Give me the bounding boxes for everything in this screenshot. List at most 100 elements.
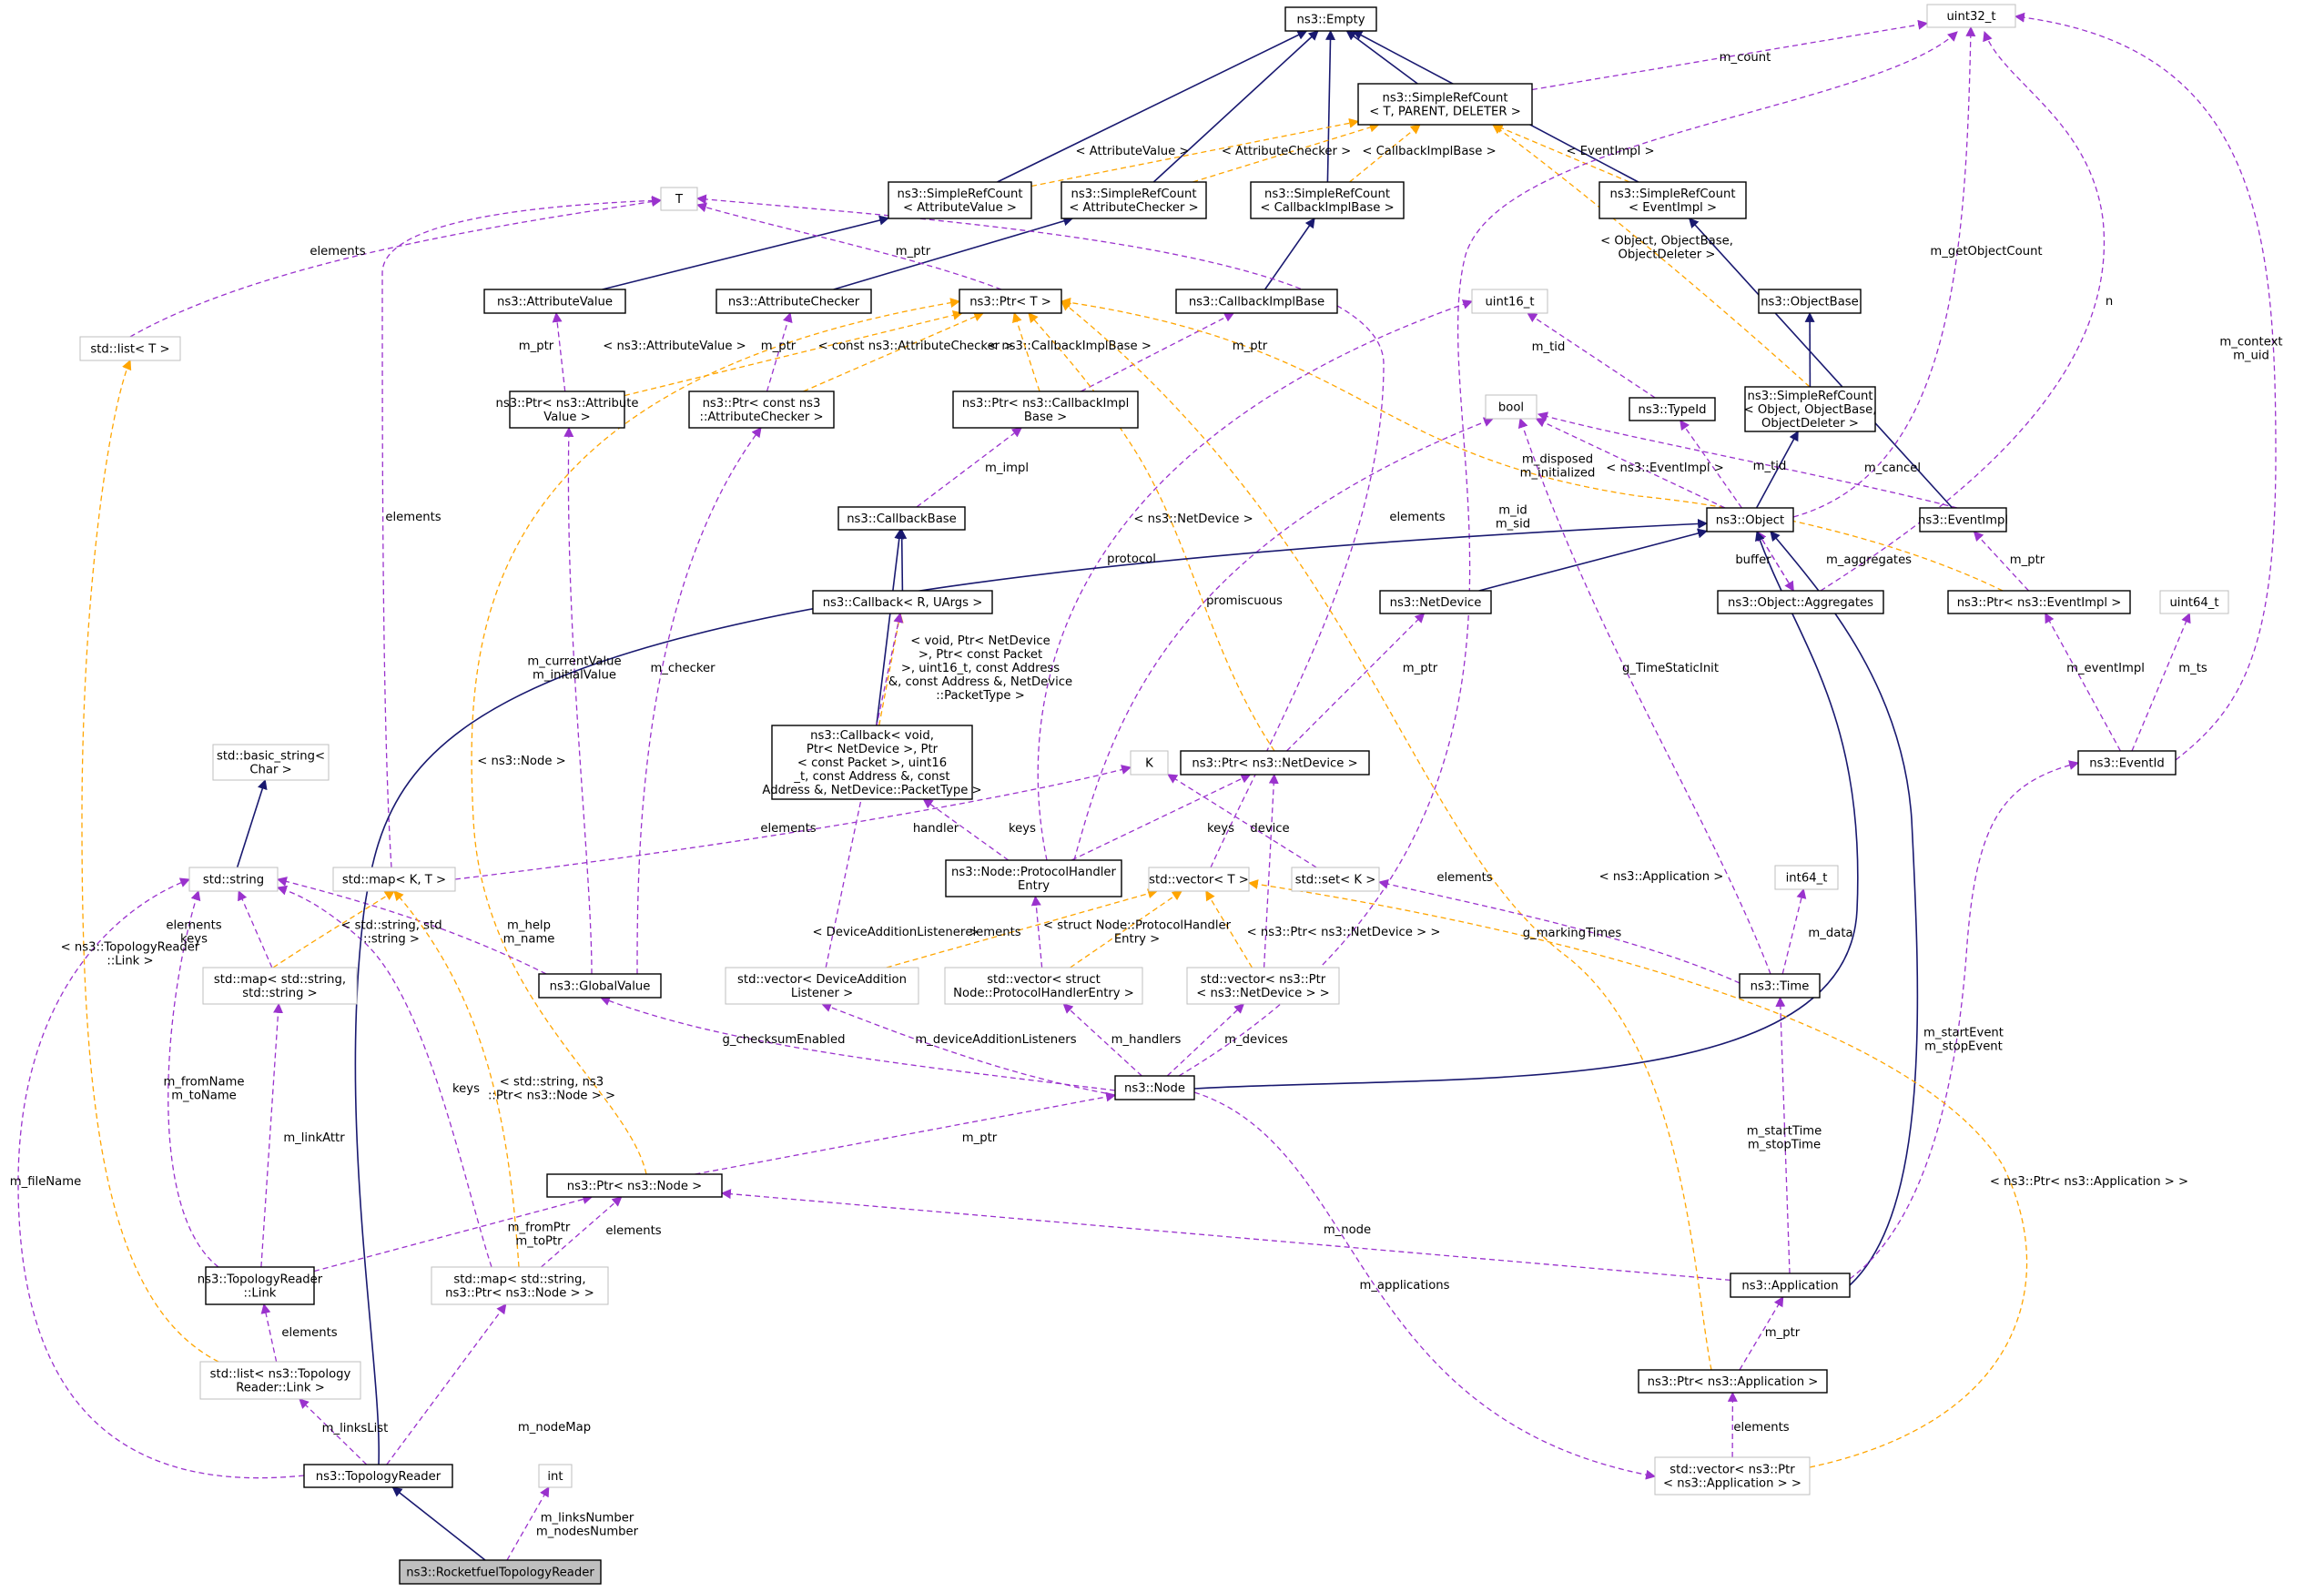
node-cib[interactable]: ns3::CallbackImplBase: [1175, 289, 1338, 314]
node-uint16[interactable]: uint16_t: [1471, 289, 1548, 314]
node-label-line: std::vector< ns3::Ptr: [1201, 973, 1326, 987]
node-label-line: Reader::Link >: [236, 1382, 325, 1395]
node-src_obj[interactable]: ns3::SimpleRefCount< Object, ObjectBase,…: [1744, 386, 1877, 432]
edge-usage-aggregates-to-uint32: [1820, 30, 2106, 592]
node-box: [1186, 967, 1340, 1005]
node-label-line: ns3::AttributeChecker: [728, 296, 860, 309]
node-objbase[interactable]: ns3::ObjectBase: [1758, 289, 1862, 314]
edge-label-line: buffer: [1735, 553, 1771, 567]
node-label-line: Node::ProtocolHandlerEntry >: [953, 987, 1134, 1000]
edge-label: m_ptr: [962, 1131, 998, 1145]
edge-label-line: elements: [1733, 1421, 1789, 1435]
node-link[interactable]: ns3::TopologyReader::Link: [198, 1266, 323, 1305]
node-label-line: Listener >: [791, 987, 853, 1000]
node-label: ns3::AttributeChecker: [728, 296, 860, 309]
node-uint32[interactable]: uint32_t: [1926, 4, 2016, 28]
node-label: int64_t: [1786, 872, 1828, 886]
edge-label-line: < const ns3::AttributeChecker >: [818, 340, 1014, 353]
node-eventimpl[interactable]: ns3::EventImpl: [1918, 507, 2008, 532]
node-attrval[interactable]: ns3::AttributeValue: [483, 289, 626, 314]
node-vec_papp[interactable]: std::vector< ns3::Ptr< ns3::Application …: [1654, 1456, 1811, 1496]
node-ptr_app[interactable]: ns3::Ptr< ns3::Application >: [1638, 1369, 1828, 1394]
node-empty[interactable]: ns3::Empty: [1284, 6, 1377, 32]
node-ptr_node[interactable]: ns3::Ptr< ns3::Node >: [546, 1173, 723, 1198]
edge-label-line: elements: [760, 822, 816, 836]
node-vec_pnd[interactable]: std::vector< ns3::Ptr< ns3::NetDevice > …: [1186, 967, 1340, 1005]
node-cbbase[interactable]: ns3::CallbackBase: [837, 506, 966, 531]
edge-label-line: m_help: [507, 919, 551, 933]
node-int[interactable]: int: [538, 1464, 573, 1488]
node-attrchk[interactable]: ns3::AttributeChecker: [715, 289, 872, 314]
node-object[interactable]: ns3::Object: [1706, 507, 1794, 532]
node-application[interactable]: ns3::Application: [1730, 1273, 1851, 1298]
node-ptr_ac[interactable]: ns3::Ptr< const ns3::AttributeChecker >: [688, 390, 835, 429]
node-src_av[interactable]: ns3::SimpleRefCount< AttributeValue >: [888, 181, 1032, 219]
edge-label: elements: [760, 822, 816, 836]
node-map_ss[interactable]: std::map< std::string,std::string >: [202, 967, 358, 1005]
node-netdev[interactable]: ns3::NetDevice: [1379, 590, 1492, 614]
node-ptr_nd[interactable]: ns3::Ptr< ns3::NetDevice >: [1180, 750, 1370, 776]
node-src_cib[interactable]: ns3::SimpleRefCount< CallbackImplBase >: [1250, 181, 1405, 219]
node-src_ei[interactable]: ns3::SimpleRefCount< EventImpl >: [1598, 181, 1747, 219]
node-typeid[interactable]: ns3::TypeId: [1629, 397, 1716, 421]
node-box: [1654, 1456, 1811, 1496]
edge-label-line: ::Link >: [107, 955, 153, 968]
edge-usage-time-to-set_k: [1377, 878, 1740, 984]
node-map_spn[interactable]: std::map< std::string,ns3::Ptr< ns3::Nod…: [431, 1266, 609, 1305]
node-box: [1758, 289, 1862, 314]
node-vec_t[interactable]: std::vector< T >: [1148, 867, 1250, 892]
node-K[interactable]: K: [1130, 750, 1169, 776]
edge-label: m_getObjectCount: [1930, 245, 2042, 259]
node-box: [2077, 750, 2177, 776]
node-bool[interactable]: bool: [1485, 394, 1537, 420]
node-label: bool: [1498, 401, 1524, 415]
node-map_kt[interactable]: std::map< K, T >: [332, 867, 456, 892]
node-box: [812, 590, 993, 614]
node-int64[interactable]: int64_t: [1774, 865, 1839, 890]
edge-label-line: m_stopEvent: [1924, 1040, 2003, 1054]
node-stdstring[interactable]: std::string: [188, 867, 279, 892]
node-aggregates[interactable]: ns3::Object::Aggregates: [1717, 590, 1884, 614]
node-T[interactable]: T: [660, 187, 698, 211]
node-basic_string[interactable]: std::basic_string<Char >: [212, 744, 330, 781]
node-src_ac[interactable]: ns3::SimpleRefCount< AttributeChecker >: [1061, 181, 1207, 219]
node-time[interactable]: ns3::Time: [1739, 973, 1821, 999]
node-label: ns3::Ptr< const ns3::AttributeChecker >: [700, 397, 824, 424]
node-label-line: ObjectDeleter >: [1761, 417, 1859, 431]
edge-label-line: m_devices: [1224, 1033, 1288, 1047]
edge-label: m_ptr: [761, 340, 797, 353]
node-cb_void[interactable]: ns3::Callback< void,Ptr< NetDevice >, Pt…: [762, 725, 982, 800]
edge-label: m_ptr: [1765, 1326, 1801, 1340]
node-set_k[interactable]: std::set< K >: [1291, 867, 1380, 892]
node-globalvalue[interactable]: ns3::GlobalValue: [538, 973, 662, 999]
edge-usage-object-to-uint32: [1792, 25, 1976, 518]
edge-usage-map_spn-to-stdstring: [276, 885, 492, 1268]
node-label-line: std::vector< struct: [987, 973, 1101, 987]
edge-usage-src_t-to-uint32: [1531, 19, 1929, 91]
edge-usage-phe-to-bool: [1073, 417, 1495, 861]
edge-usage-node-to-vec_papp: [1193, 1091, 1657, 1480]
node-node[interactable]: ns3::Node: [1114, 1075, 1195, 1100]
edge-label-line: m_ptr: [1403, 662, 1438, 675]
node-ptr_t[interactable]: ns3::Ptr< T >: [959, 289, 1062, 314]
edge-label-line: keys: [1207, 822, 1234, 836]
node-box: [205, 1266, 315, 1305]
node-eventid[interactable]: ns3::EventId: [2077, 750, 2177, 776]
node-cb_r[interactable]: ns3::Callback< R, UArgs >: [812, 590, 993, 614]
node-box: [1638, 1369, 1828, 1394]
edge-usage-globalvalue-to-ptr_av: [563, 426, 593, 975]
node-src_t[interactable]: ns3::SimpleRefCount< T, PARENT, DELETER …: [1357, 83, 1533, 126]
edge-usage-node-to-vec_dal: [820, 1002, 1116, 1096]
node-topo[interactable]: ns3::TopologyReader: [303, 1464, 453, 1488]
node-uint64[interactable]: uint64_t: [2159, 590, 2229, 614]
edge-label-line: m_fromName: [163, 1076, 244, 1090]
node-list_t[interactable]: std::list< T >: [79, 336, 181, 361]
node-rocket[interactable]: ns3::RocketfuelTopologyReader: [399, 1559, 602, 1585]
node-ptr_ei[interactable]: ns3::Ptr< ns3::EventImpl >: [1947, 590, 2131, 614]
